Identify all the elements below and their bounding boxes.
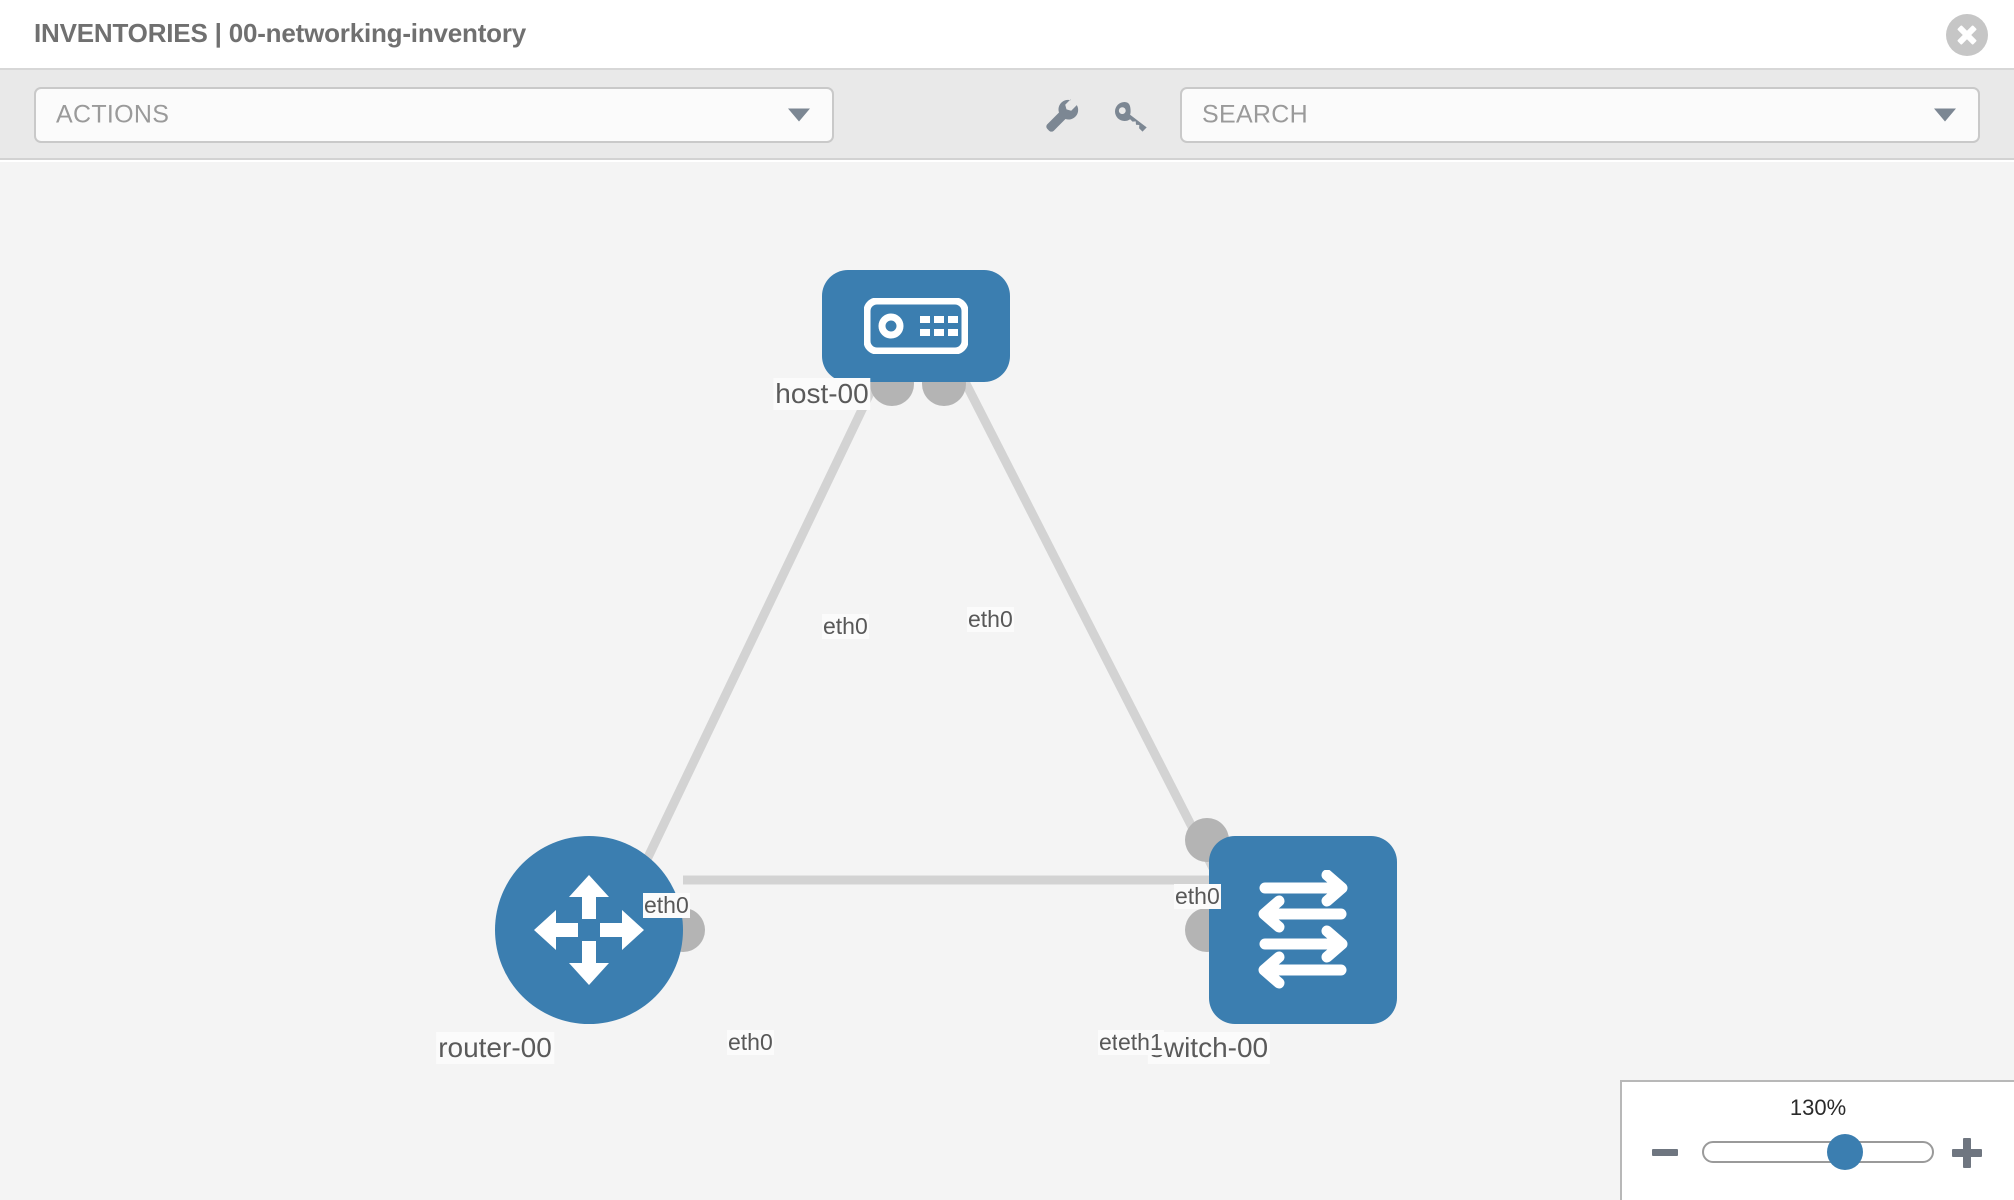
zoom-level-value: 130%: [1789, 1095, 1847, 1120]
node-label-router-00: router-00: [436, 1032, 554, 1064]
link-label-router-upper: eth0: [643, 892, 690, 919]
link-label-switch-left: eth1: [1117, 1029, 1164, 1056]
wrench-icon[interactable]: [1040, 94, 1084, 138]
page-title: INVENTORIES | 00-networking-inventory: [34, 18, 527, 48]
close-icon[interactable]: [1946, 14, 1988, 56]
server-icon: [864, 298, 968, 354]
node-label-switch-00: switch-00: [1147, 1032, 1271, 1064]
zoom-slider-thumb[interactable]: [1827, 1134, 1864, 1170]
link-host-router: [635, 370, 885, 876]
link-label-switch-upper: eth0: [1174, 883, 1221, 910]
actions-dropdown-label: ACTIONS: [56, 100, 170, 129]
page-header: INVENTORIES | 00-networking-inventory: [0, 0, 2014, 70]
actions-dropdown[interactable]: ACTIONS: [34, 87, 834, 143]
zoom-in-button[interactable]: [1948, 1130, 1988, 1174]
router-arrows-icon: [534, 875, 644, 985]
link-label-router-right: eth0: [727, 1029, 774, 1056]
switch-arrows-icon: [1258, 870, 1348, 989]
zoom-out-button[interactable]: [1648, 1130, 1688, 1174]
node-label-host-00: host-00: [773, 378, 871, 410]
zoom-control-panel: 130%: [1620, 1080, 2014, 1200]
host-node-shape[interactable]: [822, 270, 1010, 382]
toolbar: ACTIONS SEARCH: [0, 70, 2014, 160]
search-placeholder: SEARCH: [1202, 100, 1308, 129]
topology-links: [635, 369, 1221, 885]
link-label-host-left: eth0: [822, 613, 869, 640]
router-node-shape[interactable]: [495, 836, 683, 1024]
zoom-slider-row: [1622, 1130, 2014, 1174]
chevron-down-icon[interactable]: [1934, 108, 1956, 122]
search-input[interactable]: SEARCH: [1180, 87, 1980, 143]
link-label-host-right: eth0: [967, 606, 1014, 633]
switch-node-shape[interactable]: [1209, 836, 1397, 1024]
topology-canvas[interactable]: host-00 router-00: [0, 162, 2014, 1200]
key-icon[interactable]: [1108, 94, 1152, 138]
link-host-switch: [955, 369, 1221, 877]
zoom-slider-track[interactable]: [1702, 1134, 1934, 1170]
chevron-down-icon: [788, 108, 810, 122]
